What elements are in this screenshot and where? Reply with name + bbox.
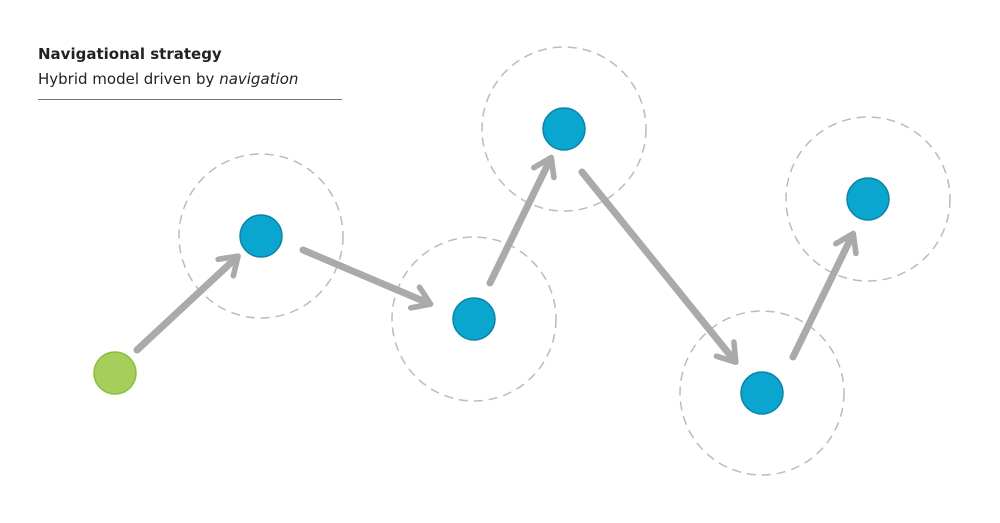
arrow-group bbox=[133, 154, 859, 365]
node-1 bbox=[239, 214, 283, 258]
arrow-node-2-to-node-3 bbox=[486, 154, 557, 287]
halo-node-5 bbox=[785, 116, 951, 282]
halo-node-3 bbox=[481, 46, 647, 212]
halo-node-4 bbox=[679, 310, 845, 476]
halo-node-1 bbox=[178, 153, 344, 319]
arrow-node-1-to-node-2 bbox=[299, 246, 434, 311]
node-4 bbox=[740, 371, 784, 415]
node-group bbox=[93, 107, 890, 415]
start-node bbox=[93, 351, 137, 395]
subtitle-emphasis: navigation bbox=[219, 70, 299, 88]
node-3 bbox=[542, 107, 586, 151]
header: Navigational strategy Hybrid model drive… bbox=[38, 44, 342, 90]
node-5 bbox=[846, 177, 890, 221]
halo-group bbox=[178, 46, 951, 476]
diagram-subtitle: Hybrid model driven by navigation bbox=[38, 68, 342, 90]
header-divider bbox=[38, 99, 342, 100]
halo-node-2 bbox=[391, 236, 557, 402]
diagram-title: Navigational strategy bbox=[38, 45, 222, 63]
arrow-start-to-node-1 bbox=[133, 253, 241, 354]
arrow-node-3-to-node-4 bbox=[578, 168, 739, 365]
node-2 bbox=[452, 297, 496, 341]
subtitle-prefix: Hybrid model driven by bbox=[38, 70, 220, 88]
arrow-node-4-to-node-5 bbox=[789, 230, 859, 361]
